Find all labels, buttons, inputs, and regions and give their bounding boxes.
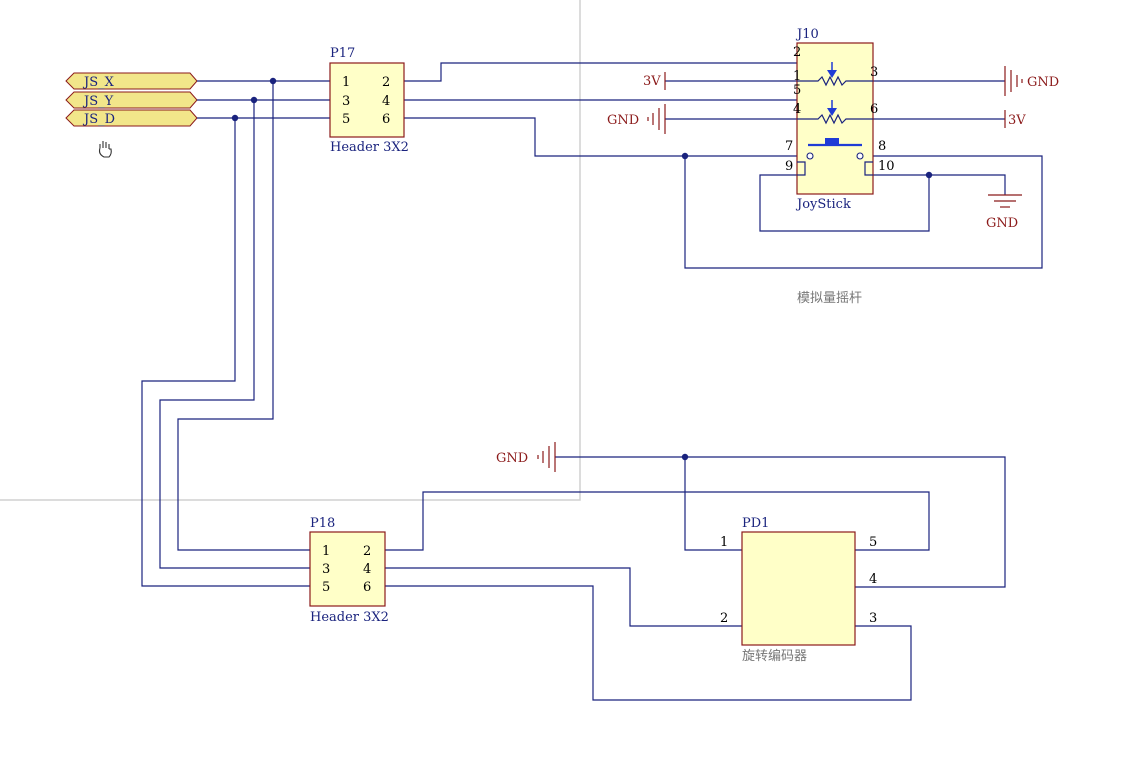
pin-number: 3 (870, 65, 878, 80)
power-ground-symbol: GND (986, 194, 1022, 231)
pin-number: 2 (363, 544, 371, 559)
designator: P17 (330, 46, 355, 61)
pin-number: 3 (342, 94, 350, 109)
net-port-label: JS_Y (82, 94, 114, 109)
pin-number: 4 (869, 572, 877, 587)
component-p18[interactable]: P18 Header 3X2 1 2 3 4 5 6 (309, 516, 389, 625)
power-3v-left: 3V (643, 72, 666, 90)
pin-number: 5 (869, 535, 877, 550)
power-label: GND (1027, 75, 1059, 90)
power-label: 3V (1008, 113, 1026, 128)
net-port-label: JS_D (82, 112, 115, 127)
pin-number: 6 (870, 102, 878, 117)
section-caption: 模拟量摇杆 (797, 291, 862, 306)
pin-number: 1 (793, 69, 801, 84)
pin-number: 9 (785, 159, 793, 174)
designator: J10 (795, 27, 819, 42)
power-label: 3V (643, 74, 661, 89)
wire-net (141, 62, 1043, 701)
component-j10[interactable]: J10 JoyStick 2 1 5 3 4 6 7 8 9 10 (785, 27, 895, 212)
net-port-js-x[interactable]: JS_X (65, 72, 198, 90)
net-port-js-d[interactable]: JS_D (65, 109, 198, 127)
power-gnd-encoder: GND (496, 442, 556, 472)
hand-cursor-icon (98, 141, 112, 158)
component-pd1[interactable]: PD1 旋转编码器 1 2 3 4 5 (720, 516, 877, 664)
power-gnd-right: GND (1004, 66, 1059, 96)
pin-number: 6 (382, 112, 390, 127)
power-3v-right: 3V (1004, 110, 1026, 128)
power-label: GND (986, 216, 1018, 231)
sheet-frame (0, 0, 581, 501)
pin-number: 4 (382, 94, 390, 109)
designator: P18 (310, 516, 335, 531)
pin-number: 4 (363, 562, 371, 577)
component-comment: Header 3X2 (330, 140, 409, 155)
pin-number: 7 (785, 139, 793, 154)
pin-number: 3 (869, 611, 877, 626)
net-port-js-y[interactable]: JS_Y (65, 91, 198, 109)
pin-number: 1 (720, 535, 728, 550)
power-gnd-left: GND (607, 104, 666, 134)
power-label: GND (496, 451, 528, 466)
pin-number: 6 (363, 580, 371, 595)
power-label: GND (607, 113, 639, 128)
pin-number: 2 (720, 611, 728, 626)
pin-number: 3 (322, 562, 330, 577)
component-comment: Header 3X2 (310, 610, 389, 625)
pin-number: 1 (342, 75, 350, 90)
pin-number: 4 (793, 102, 801, 117)
pin-number: 2 (382, 75, 390, 90)
net-port-label: JS_X (82, 75, 115, 90)
component-comment: 旋转编码器 (742, 649, 807, 664)
pin-number: 5 (342, 112, 350, 127)
pin-number: 2 (793, 45, 801, 60)
pin-number: 8 (878, 139, 886, 154)
designator: PD1 (742, 516, 769, 531)
pin-number: 5 (793, 83, 801, 98)
pin-number: 1 (322, 544, 330, 559)
pin-number: 5 (322, 580, 330, 595)
pin-number: 10 (878, 159, 895, 174)
component-p17[interactable]: P17 Header 3X2 1 2 3 4 5 6 (329, 46, 409, 155)
component-comment: JoyStick (795, 197, 851, 212)
